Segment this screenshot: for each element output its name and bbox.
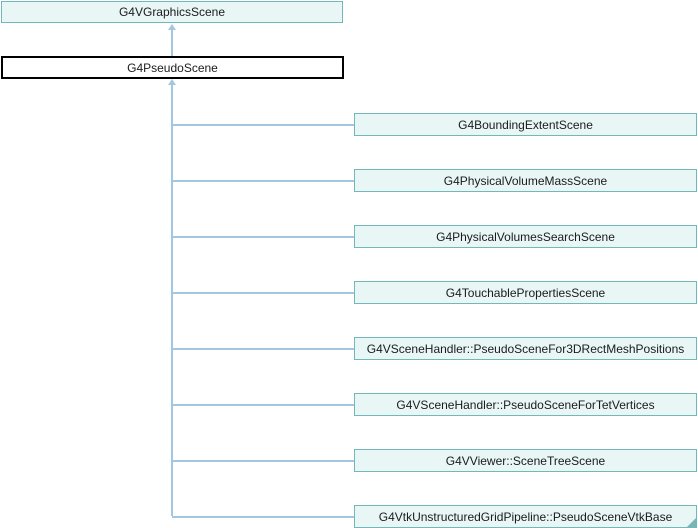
derived-class-label: G4TouchablePropertiesScene [445,285,606,300]
derived-class-node[interactable]: G4VSceneHandler::PseudoSceneForTetVertic… [354,393,697,416]
derived-class-node[interactable]: G4PhysicalVolumesSearchScene [354,225,697,248]
inheritance-edge-branch [172,292,354,294]
inheritance-edge-branch [172,348,354,350]
inheritance-edge-root [171,29,173,56]
derived-class-label: G4VSceneHandler::PseudoSceneFor3DRectMes… [366,341,685,356]
derived-class-label: G4VtkUnstructuredGridPipeline::PseudoSce… [378,509,673,524]
derived-class-node[interactable]: G4VViewer::SceneTreeScene [354,449,697,472]
more-derived-indicator-icon [687,518,696,527]
base-class-node[interactable]: G4VGraphicsScene [1,1,343,23]
inheritance-edge-branch [172,124,354,126]
derived-class-node[interactable]: G4VSceneHandler::PseudoSceneFor3DRectMes… [354,337,697,360]
inheritance-edge-branch [172,460,354,462]
derived-class-label: G4PhysicalVolumesSearchScene [436,229,615,244]
inheritance-arrowhead-icon [167,79,176,85]
derived-class-node[interactable]: G4PhysicalVolumeMassScene [354,169,697,192]
current-class-label: G4PseudoScene [127,60,218,75]
inheritance-edge-trunk [171,84,173,516]
inheritance-edge-branch [172,404,354,406]
derived-class-node[interactable]: G4BoundingExtentScene [354,113,697,136]
inheritance-edge-branch [172,516,354,518]
derived-class-label: G4BoundingExtentScene [458,117,593,132]
derived-class-node[interactable]: G4TouchablePropertiesScene [354,281,697,304]
derived-class-label: G4PhysicalVolumeMassScene [443,173,608,188]
current-class-node[interactable]: G4PseudoScene [1,56,344,79]
inheritance-edge-branch [172,236,354,238]
base-class-label: G4VGraphicsScene [118,5,226,19]
derived-class-node[interactable]: G4VtkUnstructuredGridPipeline::PseudoSce… [354,505,697,528]
inheritance-edge-branch [172,180,354,182]
inheritance-arrowhead-icon [167,24,176,30]
derived-class-label: G4VViewer::SceneTreeScene [445,453,606,468]
derived-class-label: G4VSceneHandler::PseudoSceneForTetVertic… [396,397,655,412]
